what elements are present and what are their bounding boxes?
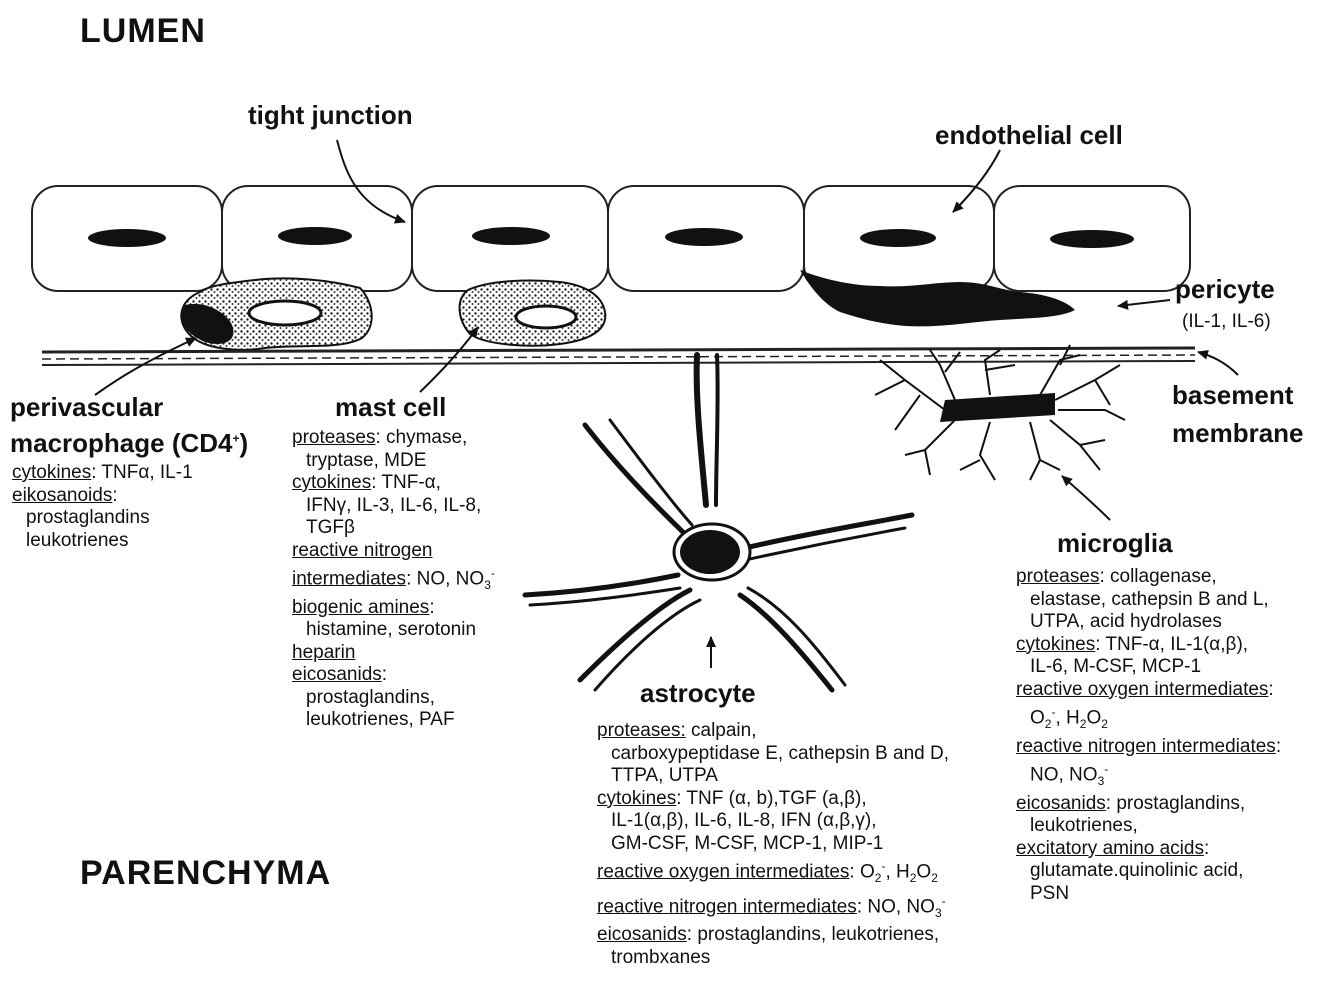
microglia-title: microglia: [1057, 530, 1173, 557]
macrophage-title-2: macrophage (CD4+): [10, 430, 248, 457]
microglia-details: proteases: collagenase, elastase, cathep…: [1016, 566, 1281, 905]
lumen-label: LUMEN: [80, 14, 206, 50]
macrophage-details: cytokines: TNFα, IL-1 eikosanoids: prost…: [12, 462, 193, 552]
microglia-shape: [875, 345, 1125, 480]
macrophage-title-1: perivascular: [10, 394, 163, 421]
parenchyma-label: PARENCHYMA: [80, 856, 331, 892]
astrocyte-title: astrocyte: [640, 680, 756, 707]
astrocyte-details: proteases: calpain, carboxypeptidase E, …: [597, 720, 949, 969]
basement-membrane: [42, 348, 1195, 365]
pericyte-cytokines: (IL-1, IL-6): [1182, 312, 1271, 332]
astrocyte-shape: [525, 355, 912, 690]
mast-cell-details: proteases: chymase, tryptase, MDE cytoki…: [292, 427, 495, 732]
mast-cell-shape: [460, 281, 606, 346]
endothelial-cells: [32, 186, 1190, 291]
pericyte-label: pericyte: [1175, 276, 1275, 303]
perivascular-macrophage-shape: [181, 278, 371, 349]
mast-cell-title: mast cell: [335, 394, 446, 421]
basement-label-2: membrane: [1172, 420, 1304, 447]
basement-label-1: basement: [1172, 382, 1293, 409]
endothelial-cell-label: endothelial cell: [935, 122, 1123, 149]
tight-junction-label: tight junction: [248, 102, 413, 129]
